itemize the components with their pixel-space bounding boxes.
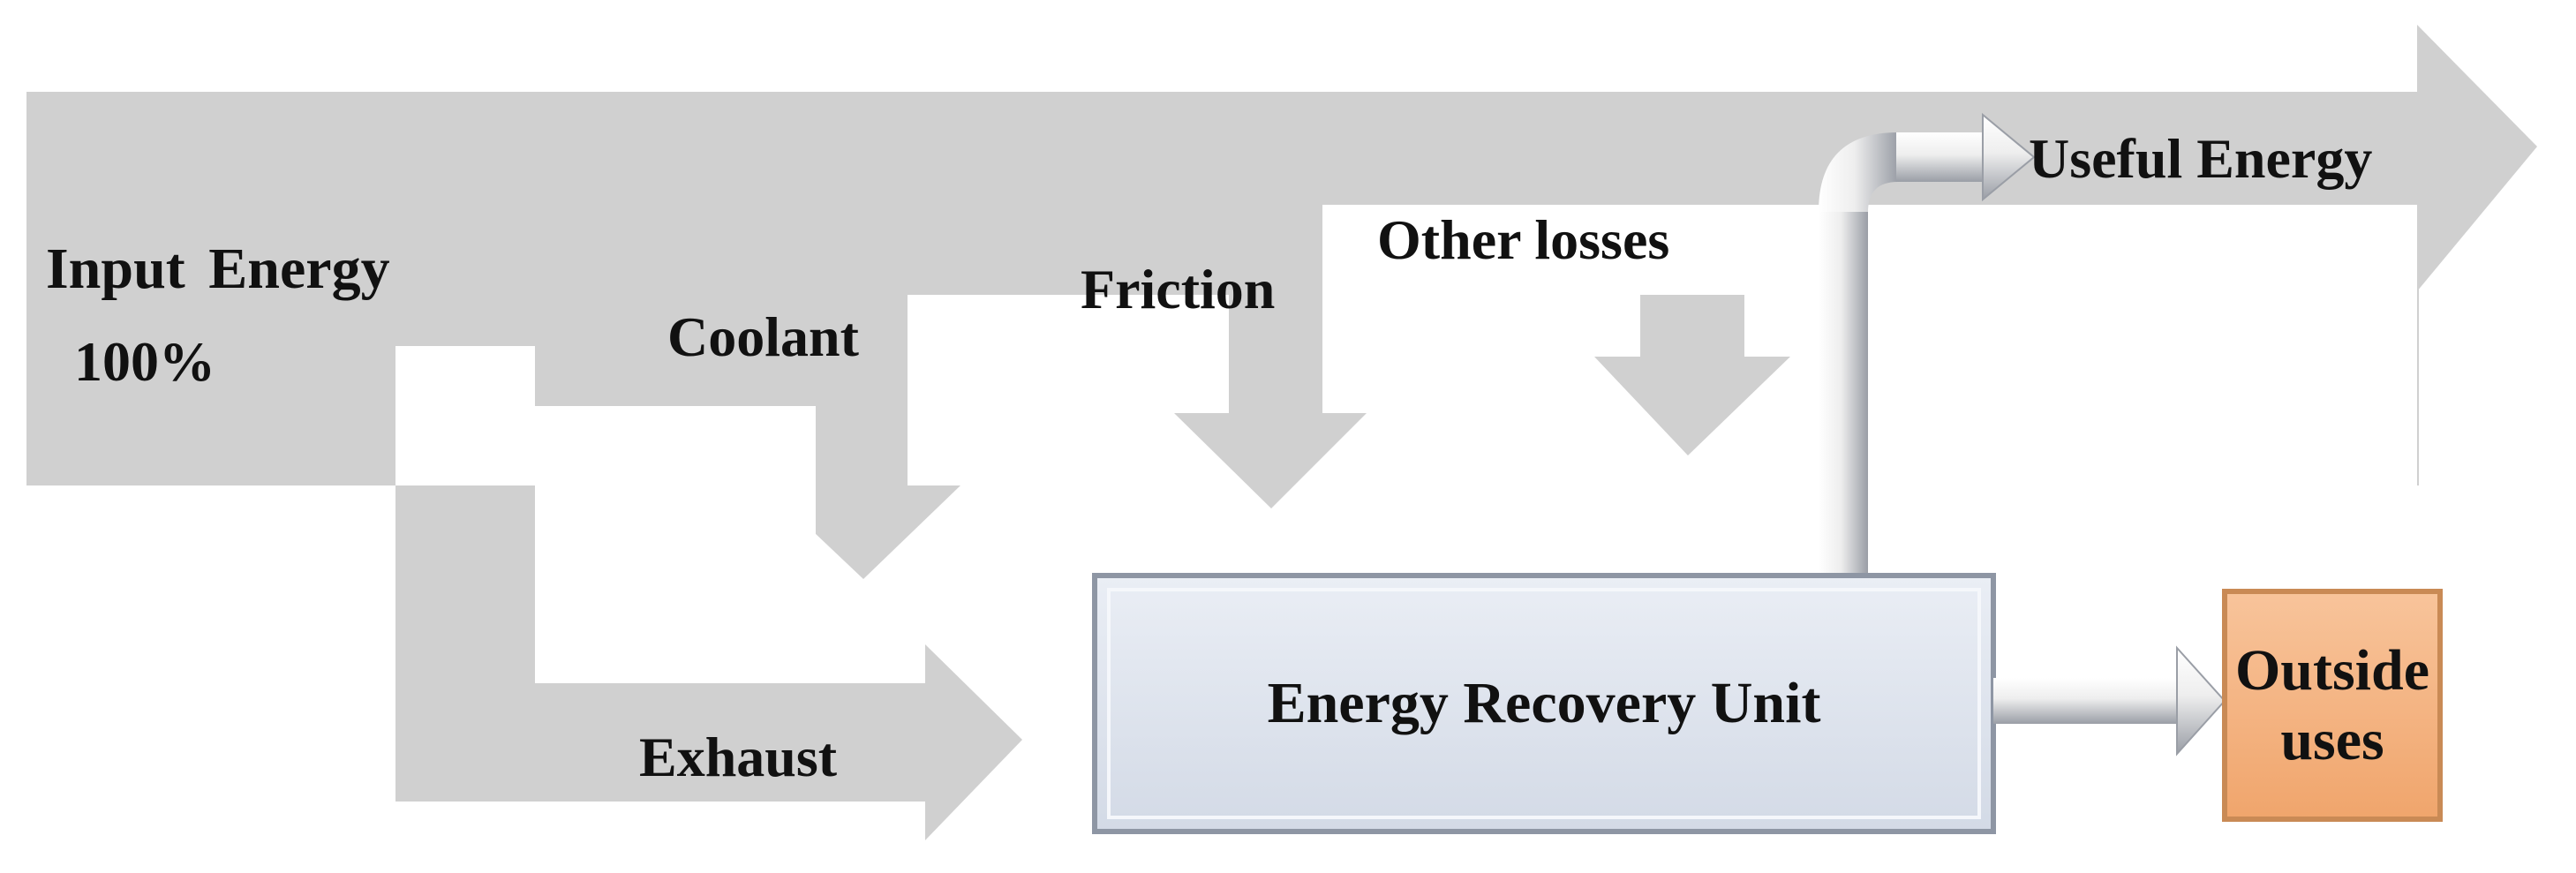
useful-pipe-vertical	[1819, 208, 1868, 574]
exhaust-gap	[535, 406, 816, 683]
energy-recovery-unit-box	[1092, 573, 1996, 834]
exhaust-arrow	[395, 485, 1022, 840]
input-left-block	[26, 346, 395, 485]
upper-band	[908, 92, 2417, 205]
input-energy-title: Input Energy	[46, 237, 390, 301]
outside-uses-pipe	[1993, 678, 2179, 724]
outside-uses-line1: Outside	[2234, 637, 2430, 703]
exhaust-label: Exhaust	[639, 726, 838, 788]
useful-pipe-horizontal	[1896, 132, 1985, 182]
friction-label: Friction	[1081, 258, 1276, 320]
useful-energy-arrowhead	[2417, 25, 2537, 291]
other-losses-label: Other losses	[1377, 208, 1670, 271]
outside-uses-line2: uses	[2280, 708, 2384, 772]
coolant-label: Coolant	[667, 305, 859, 368]
input-energy-percent: 100%	[74, 330, 215, 393]
upper-band	[908, 205, 1322, 295]
coolant-gap-fill	[535, 346, 816, 406]
useful-pipe-elbow	[1819, 132, 1898, 212]
friction-arrow	[1174, 295, 1367, 508]
upper-band	[26, 92, 908, 346]
band-step-cutout	[395, 346, 535, 485]
energy-recovery-unit-label: Energy Recovery Unit	[1267, 671, 1821, 735]
outside-uses-label: Outside uses	[2225, 591, 2440, 819]
useful-pipe-arrowhead	[1982, 112, 2036, 202]
outside-uses-box	[2222, 589, 2443, 822]
useful-energy-label: Useful Energy	[2029, 127, 2373, 190]
other-losses-arrow	[1594, 295, 1790, 455]
energy-recovery-unit-bevel	[1107, 588, 1981, 819]
outside-uses-arrowhead	[2176, 645, 2226, 756]
band-step-cutout	[1322, 205, 2417, 485]
